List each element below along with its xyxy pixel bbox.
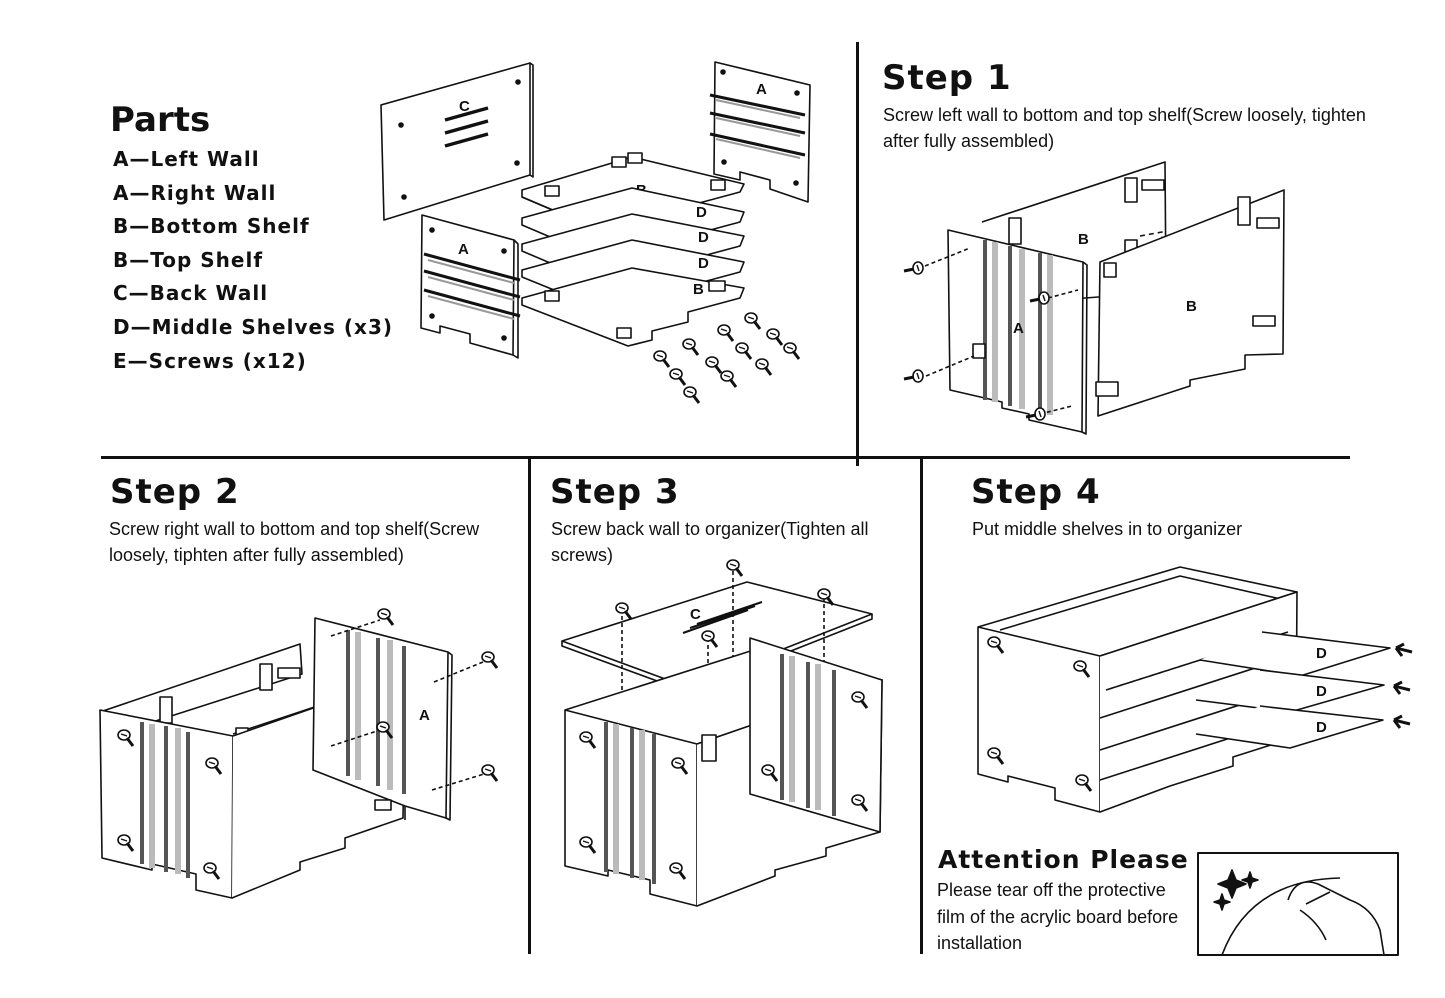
part-middle-shelves: D—Middle Shelves (x3) [113, 314, 394, 339]
part-left-wall: A—Left Wall [113, 147, 260, 171]
part-bottom-shelf: B—Bottom Shelf [113, 214, 310, 239]
parts-list: A—Left Wall A—Right Wall B—Bottom Shelf … [113, 146, 393, 381]
part-right-wall: A—Right Wall [113, 180, 277, 205]
step-4-shelf-2-label: D [1316, 683, 1327, 700]
part-a-left-wall-drawing: A [420, 214, 521, 359]
step-3-wall-label: C [690, 606, 701, 623]
step-4-text: Put middle shelves in to organizer [972, 519, 1243, 539]
step-4-shelf-1-label: D [1316, 645, 1327, 662]
divider-horizontal [101, 456, 1350, 459]
part-back-wall: C—Back Wall [113, 281, 269, 306]
divider-vertical-bottom-right [920, 458, 923, 954]
part-c-label: C [459, 98, 470, 115]
part-mid-shelf-1-label: D [696, 204, 707, 221]
step-2-text: Screw right wall to bottom and top shelf… [109, 519, 480, 565]
step-3-diagram: C [561, 558, 883, 907]
step-1-diagram: B B A [902, 161, 1285, 435]
step-1-shelf-top-label: B [1078, 231, 1089, 248]
step-3-title: Step 3 [550, 472, 680, 512]
attention-title: Attention Please [938, 845, 1189, 874]
step-2-title: Step 2 [110, 472, 240, 512]
step-1-text: Screw left wall to bottom and top shelf(… [883, 105, 1366, 151]
parts-shelves-stack: B D D D B [521, 152, 745, 347]
step-1-wall-label: A [1013, 320, 1024, 337]
step-2-wall-label: A [419, 707, 430, 724]
step-1-shelf-bottom-label: B [1186, 298, 1197, 315]
divider-vertical-bottom-left [528, 458, 531, 954]
step-4-diagram: D D D [977, 566, 1413, 813]
divider-vertical-top [856, 42, 859, 466]
part-mid-shelf-2-label: D [698, 229, 709, 246]
part-top-shelf: B—Top Shelf [113, 247, 264, 272]
attention-text: Please tear off the protective film of t… [937, 880, 1179, 953]
part-screws: E—Screws (x12) [113, 348, 307, 373]
step-3-text: Screw back wall to organizer(Tighten all… [551, 519, 869, 565]
peel-film-illustration [1197, 852, 1399, 956]
step-4-shelf-3-label: D [1316, 719, 1327, 736]
part-c-back-wall-drawing: C [380, 62, 534, 221]
step-1-title: Step 1 [882, 58, 1012, 98]
step-2-diagram: A [99, 607, 499, 899]
part-bottom-shelf-label: B [693, 281, 704, 298]
parts-diagram: C A A B D [380, 61, 811, 405]
step-4-title: Step 4 [971, 472, 1101, 512]
part-a-left-label: A [458, 241, 469, 258]
parts-screws [652, 311, 801, 405]
parts-title: Parts [110, 100, 211, 140]
part-mid-shelf-3-label: D [698, 255, 709, 272]
part-a-right-wall-drawing: A [709, 61, 811, 203]
part-a-right-label: A [756, 81, 767, 98]
